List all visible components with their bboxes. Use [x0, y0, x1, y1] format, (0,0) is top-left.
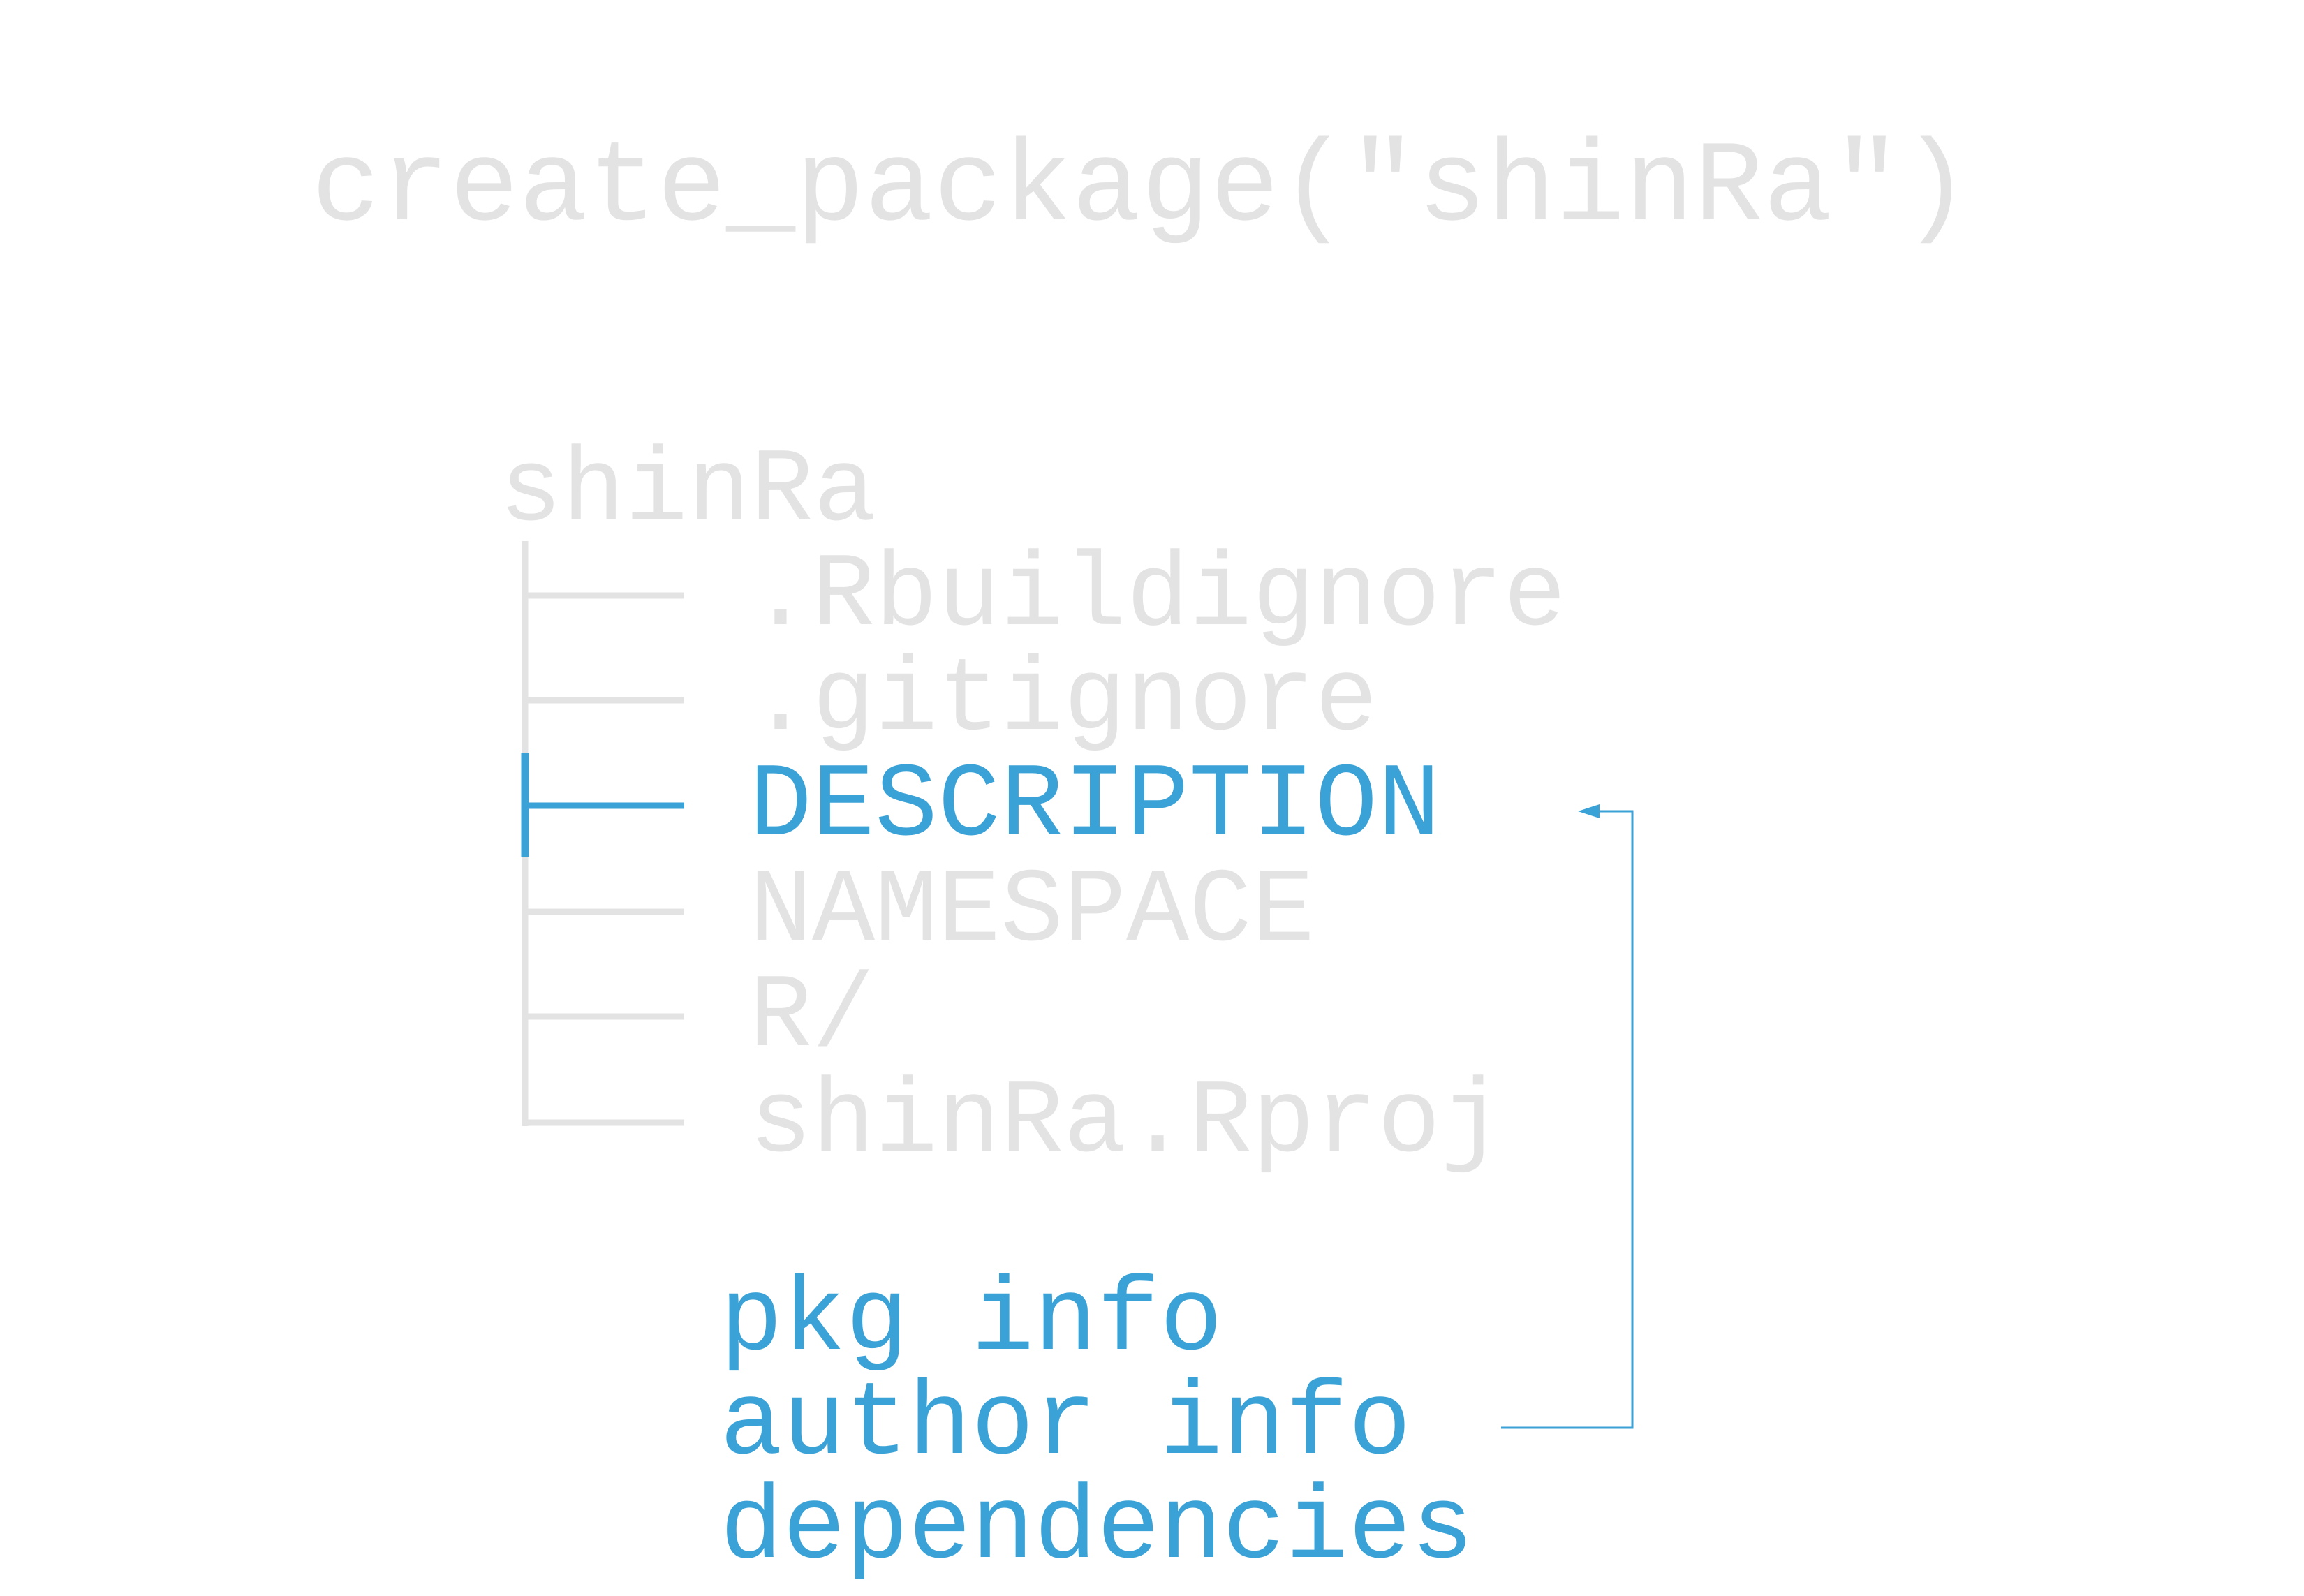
tree-entry-gitignore: .gitignore	[749, 642, 1378, 761]
tree-root-label: shinRa	[499, 433, 877, 552]
note-pkg-info: pkg info	[720, 1262, 1223, 1381]
note-dependencies: dependencies	[720, 1470, 1475, 1589]
tree-entry-rproj: shinRa.Rproj	[749, 1064, 1504, 1183]
tree-entry-r-folder: R/	[749, 959, 876, 1077]
create-package-command: create_package("shinRa")	[311, 124, 1971, 254]
note-author-info: author info	[720, 1366, 1412, 1485]
arrowhead-icon	[1578, 804, 1600, 818]
tree-entry-namespace: NAMESPACE	[749, 853, 1315, 972]
tree-entry-description: DESCRIPTION	[749, 748, 1441, 866]
tree-entry-rbuildignore: .Rbuildignore	[749, 538, 1567, 656]
author-info-connector	[1501, 810, 1634, 1429]
